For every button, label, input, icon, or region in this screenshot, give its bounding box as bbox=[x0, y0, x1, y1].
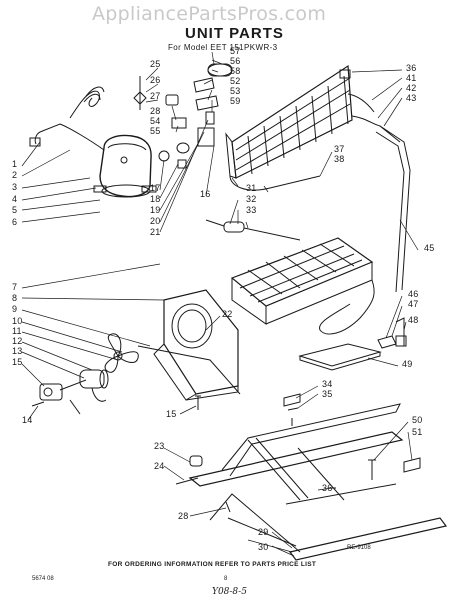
callout-23: 23 bbox=[154, 441, 165, 451]
model-line: For Model EET 151PKWR-3 bbox=[168, 43, 278, 52]
callout-56: 56 bbox=[230, 56, 241, 66]
callout-30: 30 bbox=[258, 542, 269, 552]
fan-blade-drawing bbox=[104, 333, 139, 373]
callout-54: 54 bbox=[150, 116, 161, 126]
watermark: AppliancePartsPros.com bbox=[92, 3, 327, 25]
callout-7: 7 bbox=[12, 282, 18, 292]
callout-14: 14 bbox=[22, 415, 33, 425]
callout-43: 43 bbox=[406, 93, 417, 103]
callout-35: 35 bbox=[322, 389, 333, 399]
callout-8: 8 bbox=[12, 293, 18, 303]
callout-33: 33 bbox=[246, 205, 257, 215]
callout-28-frame: 28 bbox=[178, 511, 189, 521]
callout-42: 42 bbox=[406, 83, 417, 93]
callout-2: 2 bbox=[12, 170, 18, 180]
callout-9: 9 bbox=[12, 304, 18, 314]
callout-12: 12 bbox=[12, 336, 23, 346]
callout-21: 21 bbox=[150, 227, 161, 237]
callout-36-frame: 36 bbox=[322, 483, 333, 493]
callout-24: 24 bbox=[154, 461, 165, 471]
callout-4: 4 bbox=[12, 194, 18, 204]
reference-code: RE-9108 bbox=[347, 545, 371, 551]
callout-27: 27 bbox=[150, 91, 161, 101]
tube-45 bbox=[379, 125, 411, 291]
callout-51: 51 bbox=[412, 427, 423, 437]
callout-10: 10 bbox=[12, 316, 23, 326]
callout-37: 37 bbox=[334, 144, 345, 154]
callout-22: 22 bbox=[222, 309, 233, 319]
callout-36: 36 bbox=[406, 63, 417, 73]
fan-motor-drawing bbox=[31, 369, 109, 415]
callout-17: 17 bbox=[150, 183, 161, 193]
callout-26: 26 bbox=[150, 75, 161, 85]
compressor-drawing bbox=[93, 134, 157, 198]
fan-shroud-drawing bbox=[137, 289, 241, 401]
callout-32: 32 bbox=[246, 194, 257, 204]
callout-6: 6 bbox=[12, 217, 18, 227]
callout-49: 49 bbox=[402, 359, 413, 369]
callout-53: 53 bbox=[230, 86, 241, 96]
ordering-note: FOR ORDERING INFORMATION REFER TO PARTS … bbox=[108, 561, 317, 568]
drain-tray-drawing bbox=[298, 317, 407, 371]
callout-50: 50 bbox=[412, 415, 423, 425]
base-frame-drawing bbox=[175, 403, 448, 561]
callout-57: 57 bbox=[230, 46, 241, 56]
callout-20: 20 bbox=[150, 216, 161, 226]
callout-48: 48 bbox=[408, 315, 419, 325]
callout-38: 38 bbox=[334, 154, 345, 164]
callout-25: 25 bbox=[150, 59, 161, 69]
callout-58: 58 bbox=[230, 66, 241, 76]
callout-18: 18 bbox=[150, 194, 161, 204]
diagram-title: UNIT PARTS bbox=[185, 25, 284, 42]
callout-45: 45 bbox=[424, 243, 435, 253]
callout-15: 15 bbox=[12, 357, 23, 367]
condenser-coil-drawing bbox=[225, 64, 401, 179]
callout-55: 55 bbox=[150, 126, 161, 136]
callout-15-screw: 15 bbox=[166, 409, 177, 419]
callout-3: 3 bbox=[12, 182, 18, 192]
power-cord-drawing bbox=[29, 86, 105, 151]
callout-19: 19 bbox=[150, 205, 161, 215]
callout-47: 47 bbox=[408, 299, 419, 309]
page-number: 8 bbox=[224, 576, 228, 582]
callout-28: 28 bbox=[150, 106, 161, 116]
callout-16: 16 bbox=[200, 189, 211, 199]
relay-overload-parts bbox=[133, 63, 233, 169]
handwritten-note: Y08-8-5 bbox=[212, 587, 247, 597]
callout-34: 34 bbox=[322, 379, 333, 389]
callout-11: 11 bbox=[12, 326, 22, 336]
callout-13: 13 bbox=[12, 346, 23, 356]
callout-52: 52 bbox=[230, 76, 241, 86]
callout-59: 59 bbox=[230, 96, 241, 106]
callout-5: 5 bbox=[12, 205, 18, 215]
callout-41: 41 bbox=[406, 73, 417, 83]
callout-29: 29 bbox=[258, 527, 269, 537]
callout-46: 46 bbox=[408, 289, 419, 299]
callout-31: 31 bbox=[246, 183, 257, 193]
footer-left-code: 5674 08 bbox=[32, 576, 54, 582]
callout-1: 1 bbox=[12, 159, 18, 169]
